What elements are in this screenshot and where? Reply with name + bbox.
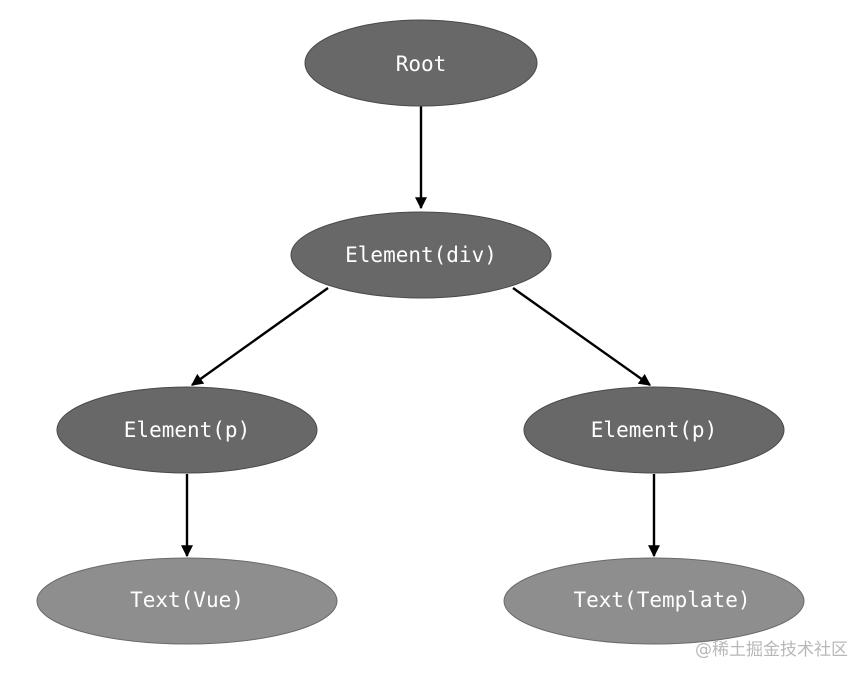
node-element-p-left: Element(p) [56, 386, 318, 474]
node-text-vue-shape [36, 557, 338, 645]
node-text-template-shape [503, 557, 805, 645]
node-text-vue: Text(Vue) [36, 557, 338, 645]
node-root-shape [304, 19, 538, 107]
node-element-p-right: Element(p) [523, 386, 785, 474]
node-element-div-label: Element(div) [345, 243, 497, 267]
node-element-p-right-label: Element(p) [591, 418, 717, 442]
node-text-vue-label: Text(Vue) [130, 588, 244, 612]
node-root: Root [304, 19, 538, 107]
node-element-p-left-shape [56, 386, 318, 474]
node-element-p-left-label: Element(p) [124, 418, 250, 442]
node-element-div-shape [290, 211, 552, 299]
edge-div-to-p-right [512, 287, 651, 386]
node-text-template: Text(Template) [503, 557, 805, 645]
node-text-template-label: Text(Template) [573, 588, 750, 612]
node-root-label: Root [396, 52, 447, 76]
watermark: @稀土掘金技术社区 [695, 640, 848, 660]
node-element-p-right-shape [523, 386, 785, 474]
edge-div-to-p-left [191, 287, 329, 386]
node-element-div: Element(div) [290, 211, 552, 299]
